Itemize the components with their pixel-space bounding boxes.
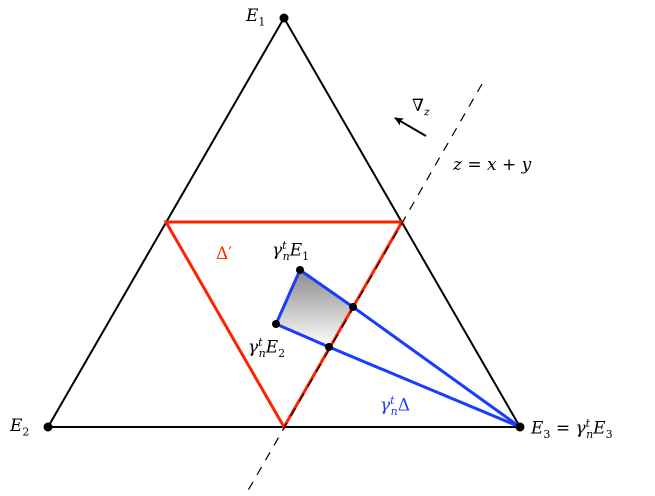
image-edge-upper [352, 305, 521, 429]
gamma-e1-dot [296, 266, 304, 274]
image-edge-lower [328, 345, 521, 429]
label-line-equation: z = x + y [453, 155, 532, 175]
label-gamma-e1: γtnE1 [272, 239, 310, 264]
vertex-e3-dot [515, 422, 525, 432]
dashed-line-z [245, 83, 483, 495]
shaded-image-region [276, 270, 353, 347]
cut-upper-dot [349, 303, 357, 311]
label-e2: E2 [10, 416, 30, 439]
image-region-outline [274, 268, 354, 349]
label-gamma-delta: γtnΔ [380, 394, 410, 419]
label-gradient: ∇z [412, 96, 430, 119]
label-e1: E1 [246, 6, 266, 29]
vertex-e2-dot [43, 422, 53, 432]
vertex-e1-dot [279, 13, 289, 23]
gradient-arrow-icon [394, 117, 427, 137]
label-e3: E3 = γtnE3 [531, 417, 613, 442]
cut-lower-dot [325, 343, 333, 351]
label-gamma-e2: γtnE2 [248, 336, 286, 361]
gamma-e2-dot [272, 320, 280, 328]
label-delta-prime: Δ′ [216, 244, 233, 264]
